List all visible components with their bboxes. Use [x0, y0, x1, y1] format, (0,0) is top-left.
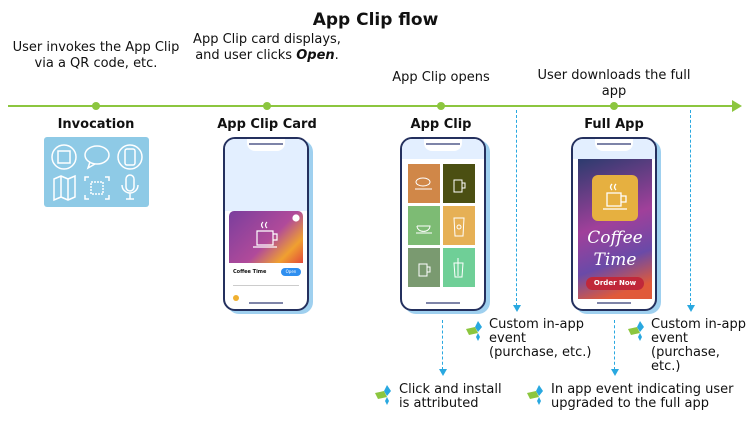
timeline-dot — [92, 102, 100, 110]
timeline-dot — [437, 102, 445, 110]
message-icon — [84, 145, 110, 170]
invocation-panel — [44, 137, 149, 207]
timeline-dot — [610, 102, 618, 110]
iced-drink-tile[interactable] — [443, 248, 475, 287]
brand-logo-icon — [466, 321, 482, 341]
tea-tile[interactable] — [408, 248, 440, 287]
coffee-cup-icon — [253, 214, 300, 248]
brand-logo-icon — [628, 321, 644, 341]
step-full-text: User downloads the full app — [537, 68, 691, 99]
order-now-button[interactable]: Order Now — [586, 277, 644, 290]
nfc-icon — [51, 144, 77, 170]
microphone-icon — [121, 174, 139, 200]
coffee-logo-icon — [592, 175, 638, 221]
section-card: App Clip Card — [217, 117, 317, 132]
timeline-dot — [263, 102, 271, 110]
section-clip: App Clip — [410, 117, 472, 132]
section-full: Full App — [584, 117, 644, 132]
card-hero — [229, 211, 303, 263]
diagram-title: App Clip flow — [312, 10, 439, 30]
close-icon — [292, 214, 300, 222]
brand-logo-icon — [527, 385, 543, 405]
menu-grid — [408, 164, 475, 287]
brand-title: Coffee Time — [587, 228, 643, 270]
full-app-screen: Coffee Time Order Now — [578, 159, 652, 299]
arrow-down-icon — [439, 369, 447, 376]
timeline — [8, 105, 736, 107]
arrow-down-icon — [687, 305, 695, 312]
takeaway-tile[interactable] — [443, 206, 475, 245]
coffee-tile[interactable] — [408, 164, 440, 203]
note-install-attributed: Click and install is attributed — [399, 382, 502, 411]
map-icon — [53, 174, 76, 202]
phone-app-clip — [400, 137, 486, 311]
phone-app-clip-card: Coffee Time Open — [223, 137, 309, 311]
phone-full-app: Coffee Time Order Now — [571, 137, 657, 311]
brand-logo-icon — [375, 385, 391, 405]
step-card-text: App Clip card displays, and user clicks … — [193, 32, 341, 63]
note-custom-event-clip: Custom in-app event (purchase, etc.) — [489, 317, 592, 360]
open-button[interactable]: Open — [281, 268, 301, 276]
note-upgrade-event: In app event indicating user upgraded to… — [551, 382, 734, 411]
note-custom-event-full: Custom in-app event (purchase, etc.) — [651, 317, 746, 374]
hot-cup-tile[interactable] — [408, 206, 440, 245]
arrow-down-icon — [611, 369, 619, 376]
arrow-down-icon — [513, 305, 521, 312]
timeline-arrow-icon — [732, 100, 742, 112]
qr-code-icon — [84, 176, 110, 200]
phone-icon — [117, 144, 143, 170]
step-invocation-text: User invokes the App Clip via a QR code,… — [12, 40, 180, 71]
step-clip-text: App Clip opens — [392, 70, 490, 85]
section-invocation: Invocation — [57, 117, 135, 132]
mug-tile[interactable] — [443, 164, 475, 203]
card-app-name: Coffee Time — [233, 269, 267, 275]
